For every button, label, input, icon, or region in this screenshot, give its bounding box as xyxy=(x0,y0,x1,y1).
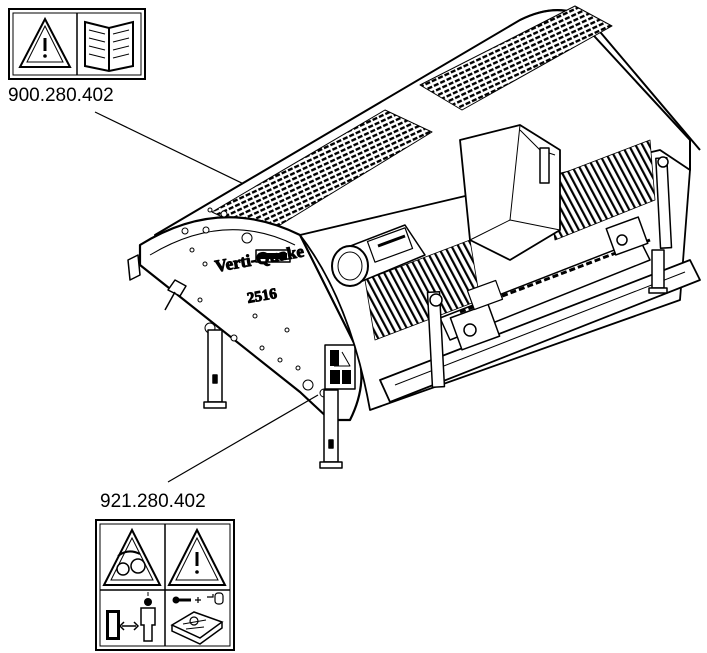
remove-key-read-manual-icon xyxy=(170,592,224,645)
leader-line-bottom xyxy=(167,394,319,483)
hitch-posts xyxy=(426,147,673,388)
warning-entanglement-icon xyxy=(102,527,162,586)
part-number-label-bottom: 921.280.402 xyxy=(100,491,206,512)
drive-shaft xyxy=(331,224,426,287)
machine-illustration: Verti-Quake 2516 xyxy=(127,5,701,469)
safe-distance-icon xyxy=(106,592,156,642)
end-panel-decal xyxy=(324,344,356,390)
decal-921-280-402 xyxy=(95,519,235,651)
part-number-label-top: 900.280.402 xyxy=(8,85,114,106)
manual-icon xyxy=(84,20,134,73)
parking-stands xyxy=(203,249,668,469)
vent-grille-rear xyxy=(419,5,613,111)
warning-icon xyxy=(18,16,72,68)
center-gearbox xyxy=(459,124,561,261)
warning-icon xyxy=(167,527,227,586)
machine-model-label: 2516 xyxy=(246,286,279,307)
decal-900-280-402 xyxy=(8,8,146,80)
frame-rail xyxy=(379,259,701,403)
